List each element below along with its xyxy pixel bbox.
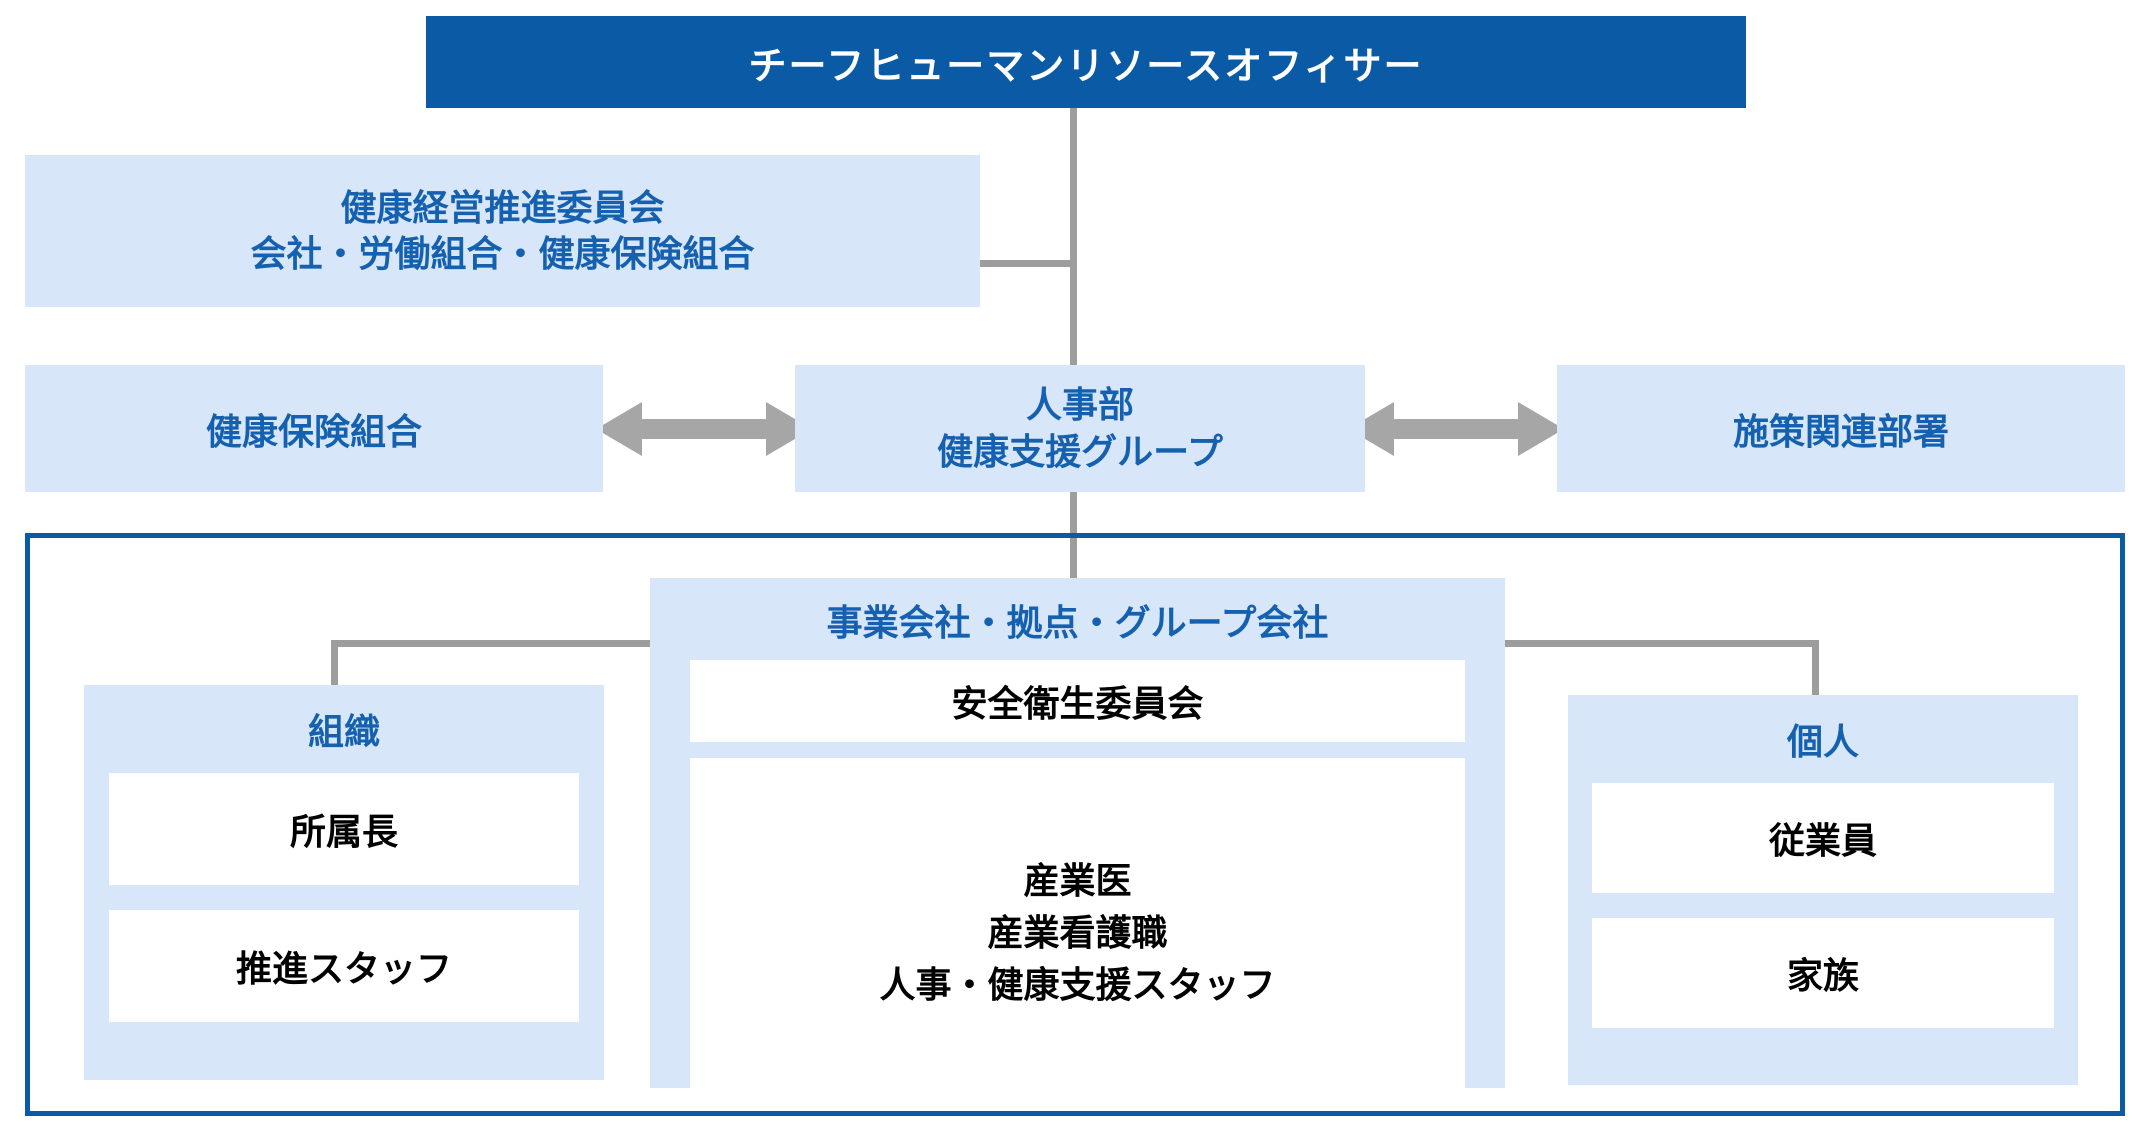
occupational-staff-label: 産業医 産業看護職 人事・健康支援スタッフ — [879, 859, 1276, 1006]
connector-business-to-individual-vertical — [1812, 640, 1819, 695]
organization-item-label: 所属長 — [289, 811, 398, 852]
individual-item-employee[interactable]: 従業員 — [1592, 783, 2054, 893]
business-company-header: 事業会社・拠点・グループ会社 — [826, 602, 1329, 643]
chro-label: チーフヒューマンリソースオフィサー — [748, 45, 1424, 88]
organization-item-supervisor[interactable]: 所属長 — [109, 773, 579, 885]
related-departments-box[interactable]: 施策関連部署 — [1557, 365, 2125, 492]
connector-business-to-organization-horizontal — [331, 640, 656, 647]
organization-group-box[interactable]: 組織 所属長 推進スタッフ — [84, 685, 604, 1080]
individual-item-family[interactable]: 家族 — [1592, 918, 2054, 1028]
arrow-hr-to-related-departments — [1348, 398, 1564, 460]
connector-committee-horizontal — [980, 260, 1075, 267]
health-management-committee-box[interactable]: 健康経営推進委員会 会社・労働組合・健康保険組合 — [25, 155, 980, 307]
health-insurance-union-box[interactable]: 健康保険組合 — [25, 365, 603, 492]
connector-chro-to-hr-vertical — [1070, 108, 1077, 366]
safety-health-committee-box[interactable]: 安全衛生委員会 — [690, 660, 1465, 742]
individual-group-header: 個人 — [1786, 721, 1859, 762]
organization-item-label: 推進スタッフ — [235, 948, 452, 989]
individual-item-label: 従業員 — [1768, 820, 1877, 861]
health-management-committee-label: 健康経営推進委員会 会社・労働組合・健康保険組合 — [250, 186, 755, 274]
connector-business-to-individual-horizontal — [1500, 640, 1819, 647]
organization-item-promotion-staff[interactable]: 推進スタッフ — [109, 910, 579, 1022]
individual-item-label: 家族 — [1786, 955, 1859, 996]
connector-business-to-organization-vertical — [331, 640, 338, 685]
individual-group-box[interactable]: 個人 従業員 家族 — [1568, 695, 2078, 1085]
business-company-site-group-box[interactable]: 事業会社・拠点・グループ会社 安全衛生委員会 産業医 産業看護職 人事・健康支援… — [650, 578, 1505, 1108]
occupational-staff-box[interactable]: 産業医 産業看護職 人事・健康支援スタッフ — [690, 758, 1465, 1108]
business-section-frame — [25, 533, 2125, 1116]
safety-health-committee-label: 安全衛生委員会 — [951, 683, 1204, 724]
chief-human-resource-officer-box[interactable]: チーフヒューマンリソースオフィサー — [426, 16, 1746, 108]
hr-health-support-group-box[interactable]: 人事部 健康支援グループ — [795, 365, 1365, 492]
health-insurance-union-label: 健康保険組合 — [205, 410, 422, 452]
arrow-health-insurance-to-hr — [596, 398, 812, 460]
organization-group-header: 組織 — [307, 711, 380, 752]
related-departments-label: 施策関連部署 — [1732, 410, 1949, 452]
hr-health-support-group-label: 人事部 健康支援グループ — [937, 384, 1223, 472]
